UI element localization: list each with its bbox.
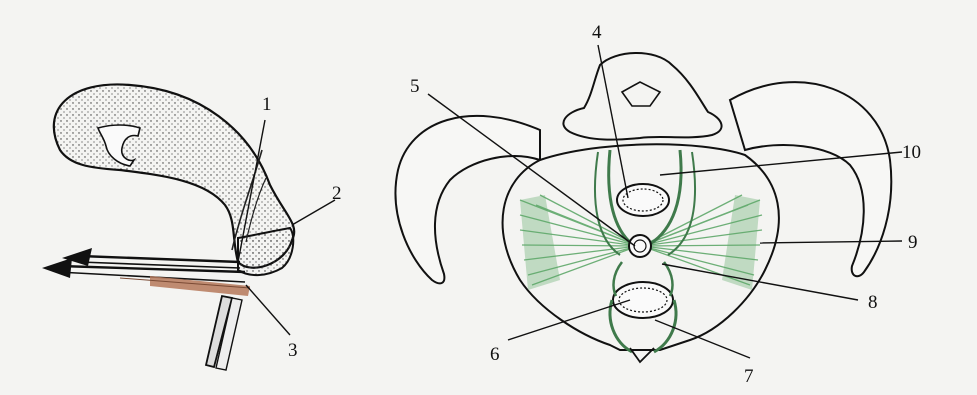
callout-6: 6 [490,344,500,365]
pelvis-top-view [396,53,892,362]
callout-9: 9 [908,232,918,253]
rectum-ring [617,184,669,216]
lower-ring [613,282,673,318]
callout-2: 2 [332,183,342,204]
uterus-side-view [42,84,294,370]
callout-7: 7 [744,366,754,387]
callout-4: 4 [592,22,602,43]
callout-3: 3 [288,340,298,361]
callout-8: 8 [868,292,878,313]
callout-1: 1 [262,94,272,115]
callout-5: 5 [410,76,420,97]
sacrum [563,53,721,140]
arrow-left-lower-icon [42,258,72,278]
callout-10: 10 [902,142,921,163]
perineal-body [629,235,651,257]
